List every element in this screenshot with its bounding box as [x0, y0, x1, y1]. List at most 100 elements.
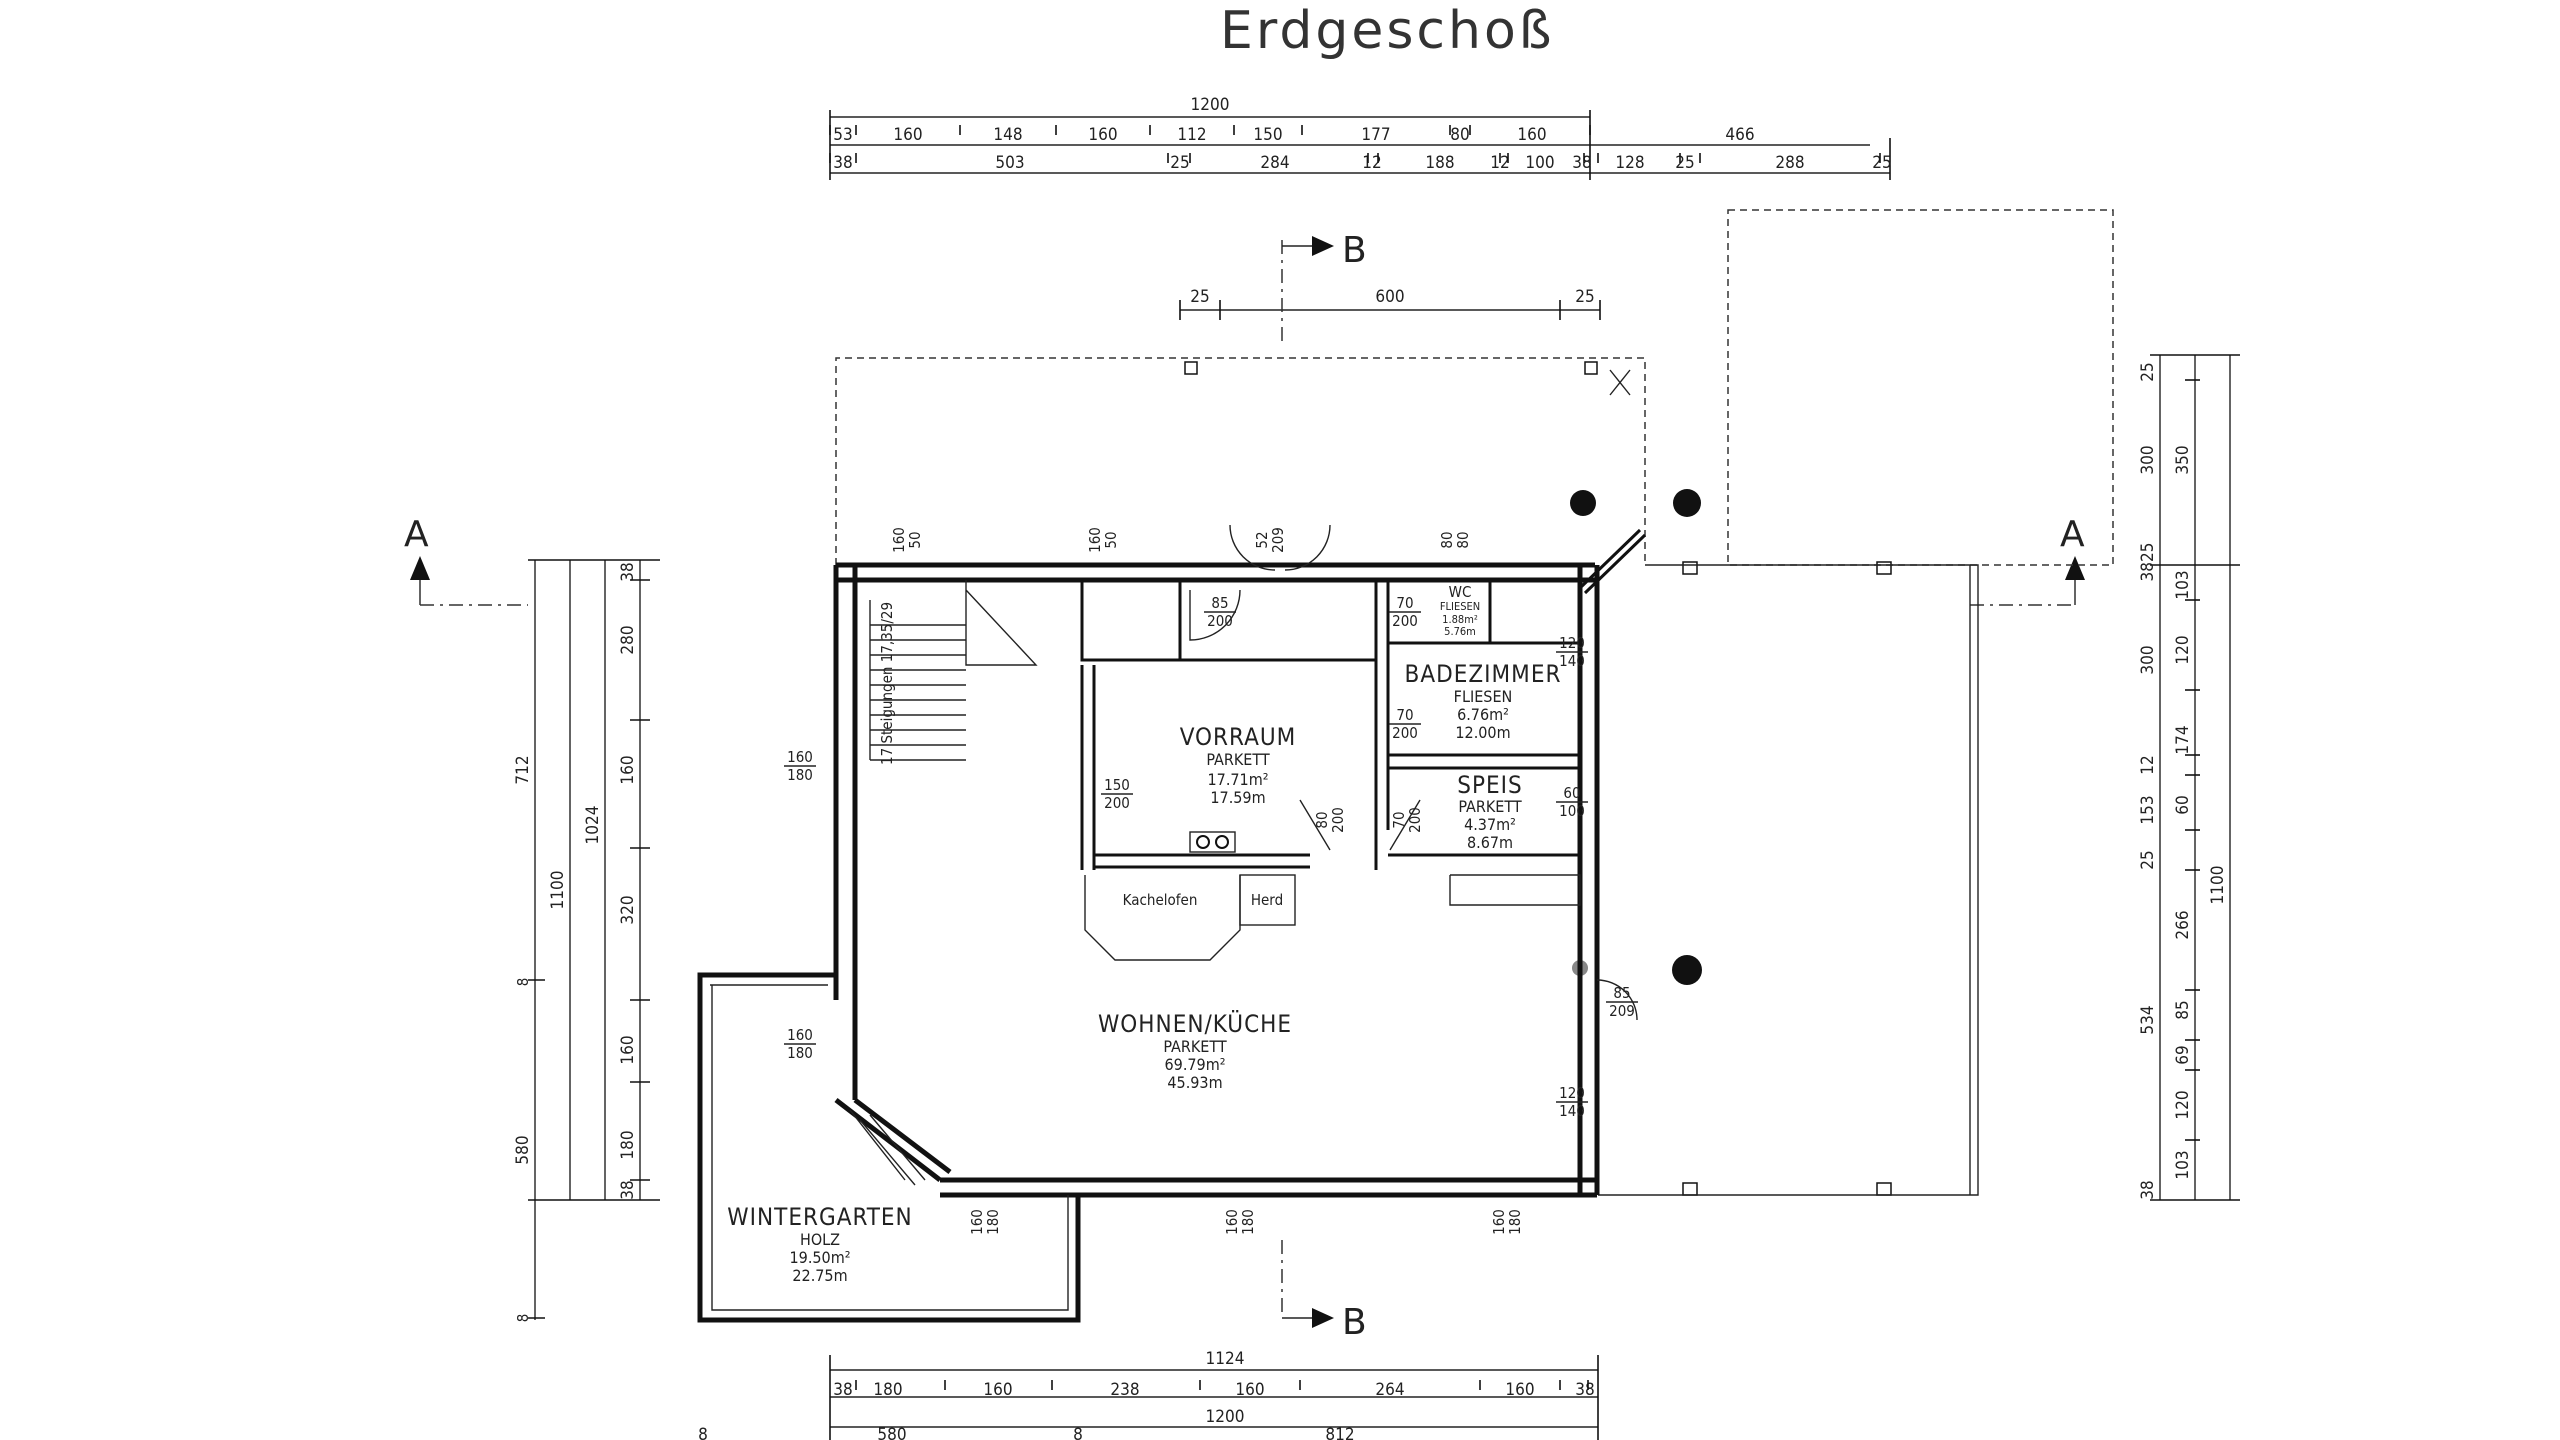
dim-right-c1-4: 12: [2138, 755, 2158, 774]
dim-top-r1-0: 53: [833, 125, 852, 145]
opening-door_wc-h: 200: [1392, 612, 1418, 630]
opening-w_top3-w: 80: [1438, 531, 1456, 548]
dim-left-inner-0: 38: [618, 562, 638, 581]
dim-right-c1-0: 25: [2138, 362, 2158, 381]
dim-left-outer-0: 712: [513, 755, 533, 784]
room-wintergarten-perimeter: 22.75m: [792, 1266, 847, 1285]
room-labels: VORRAUM PARKETT 17.71m² 17.59m BADEZIMME…: [727, 583, 1562, 1285]
opening-w_top2-w: 160: [1086, 527, 1104, 553]
opening-door_wc-w: 70: [1396, 594, 1413, 612]
room-wc-floor: FLIESEN: [1440, 600, 1480, 613]
section-b-bottom: B: [1342, 1302, 1367, 1343]
room-wintergarten-area: 19.50m²: [790, 1248, 851, 1267]
room-vorraum-perimeter: 17.59m: [1210, 788, 1265, 807]
dim-bottom-r2-1: 580: [877, 1425, 906, 1440]
room-speis-perimeter: 8.67m: [1467, 833, 1513, 852]
section-b-top: B: [1342, 230, 1367, 271]
east-annex: [1598, 564, 1979, 1196]
dim-top-r1-6: 177: [1361, 125, 1390, 145]
dim-bottom-r1-2: 160: [983, 1380, 1012, 1400]
opening-w_left1-h: 180: [787, 766, 813, 784]
dim-right-c3-0: 1100: [2208, 866, 2228, 905]
room-wohnen-area: 69.79m²: [1165, 1055, 1226, 1074]
opening-door_bad-h: 200: [1392, 724, 1418, 742]
room-wohnen-name: WOHNEN/KÜCHE: [1098, 1009, 1292, 1038]
opening-door_vorraum-h: 200: [1207, 612, 1233, 630]
room-bad-area: 6.76m²: [1457, 705, 1509, 724]
dim-left-outer-2: 580: [513, 1135, 533, 1164]
dashed-outlines: [835, 209, 2114, 1196]
opening-w_top1-h: 50: [906, 531, 924, 548]
opening-w_bottom1-h: 180: [984, 1209, 1002, 1235]
dim-bottom-inner-total: 1124: [1206, 1349, 1245, 1369]
room-wintergarten-floor: HOLZ: [800, 1230, 840, 1249]
opening-w_bottom1-w: 160: [968, 1209, 986, 1235]
dim-right-c2-1: 103: [2173, 570, 2193, 599]
dim-top-r2-3: 284: [1260, 153, 1289, 173]
dim-right-c2-3: 174: [2173, 725, 2193, 754]
opening-w_top2-h: 50: [1102, 531, 1120, 548]
dim-top-r3-b: 600: [1375, 287, 1404, 307]
dim-bottom-r1-7: 38: [1575, 1380, 1594, 1400]
opening-door_main-h: 209: [1269, 527, 1287, 553]
room-wc-name: WC: [1449, 583, 1472, 601]
dim-top-r1-5: 150: [1253, 125, 1282, 145]
dim-bottom-r1-1: 180: [873, 1380, 902, 1400]
dim-left-inner-4: 160: [618, 1035, 638, 1064]
dim-right-c1-6: 25: [2138, 850, 2158, 869]
dim-top-r2-5: 188: [1425, 153, 1454, 173]
door-swings: [1189, 524, 1638, 1021]
opening-door_bad-w: 70: [1396, 706, 1413, 724]
dim-top-r2-11: 288: [1775, 153, 1804, 173]
opening-door_k1-h: 200: [1329, 807, 1347, 833]
dim-right-c1-8: 38: [2138, 1180, 2158, 1199]
dim-top-r2-1: 503: [995, 153, 1024, 173]
dim-top-r2-8: 38: [1572, 153, 1591, 173]
right-dimension-chains: 2530038253001215325534383501031201746026…: [2138, 354, 2240, 1201]
dim-left-inner-3: 320: [618, 895, 638, 924]
dim-left-inner-5: 180: [618, 1130, 638, 1159]
room-wohnen-perimeter: 45.93m: [1167, 1073, 1222, 1092]
fixture-herd: Herd: [1251, 891, 1283, 909]
room-wc-area: 1.88m²: [1442, 613, 1478, 626]
dim-left-inner-6: 38: [618, 1180, 638, 1199]
room-vorraum-floor: PARKETT: [1206, 750, 1270, 769]
dim-top-r2-12: 25: [1872, 153, 1891, 173]
dim-top-r1-1: 160: [893, 125, 922, 145]
dim-right-c1-7: 534: [2138, 1005, 2158, 1034]
dim-right-c2-8: 120: [2173, 1090, 2193, 1119]
dim-top-r2-9: 128: [1615, 153, 1644, 173]
dim-right-c2-6: 85: [2173, 1000, 2193, 1019]
opening-w_top1-w: 160: [890, 527, 908, 553]
room-wintergarten-name: WINTERGARTEN: [727, 1203, 912, 1231]
dim-left-outer-1: 1100: [548, 871, 568, 910]
room-bad-name: BADEZIMMER: [1405, 660, 1562, 688]
dim-top-r2-4: 12: [1362, 153, 1381, 173]
opening-w_bad-h: 140: [1559, 652, 1585, 670]
opening-w_east-h: 140: [1559, 1102, 1585, 1120]
dim-right-c2-5: 266: [2173, 910, 2193, 939]
opening-door_east-w: 85: [1613, 984, 1630, 1002]
dim-left-mid-1: 8: [514, 978, 532, 987]
opening-w_speis-h: 100: [1559, 802, 1585, 820]
dim-top-r1-8: 160: [1517, 125, 1546, 145]
opening-w_left1-w: 160: [787, 748, 813, 766]
dim-right-c1-5: 153: [2138, 795, 2158, 824]
dim-right-c2-2: 120: [2173, 635, 2193, 664]
opening-door_vorraum-w: 85: [1211, 594, 1228, 612]
dim-top-r1-4: 112: [1177, 125, 1206, 145]
dim-bottom-total: 1200: [1206, 1407, 1245, 1427]
dim-bottom-r1-4: 160: [1235, 1380, 1264, 1400]
opening-door_wohnen-h: 200: [1104, 794, 1130, 812]
dim-top-r2-10: 25: [1675, 153, 1694, 173]
opening-w_bottom2-w: 160: [1223, 1209, 1241, 1235]
dim-bottom-r1-0: 38: [833, 1380, 852, 1400]
opening-w_bottom3-h: 180: [1506, 1209, 1524, 1235]
dim-top-right-total: 466: [1725, 125, 1754, 145]
dim-left-inner-1: 280: [618, 625, 638, 654]
dim-right-c1-3: 300: [2138, 645, 2158, 674]
opening-w_east-w: 120: [1559, 1084, 1585, 1102]
fixture-kachelofen: Kachelofen: [1123, 891, 1198, 909]
